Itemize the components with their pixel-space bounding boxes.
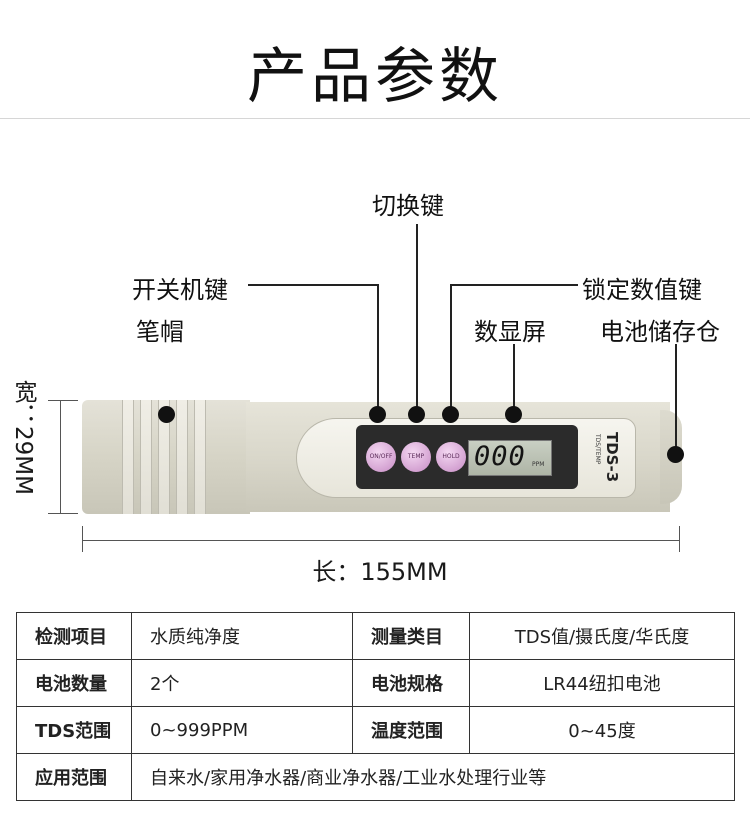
leader-display: [513, 344, 515, 414]
callout-lock-key: 锁定数值键: [582, 276, 702, 304]
spec-key: 电池规格: [352, 659, 470, 707]
callout-dot-cap: [158, 406, 175, 423]
lcd-reading: 000: [474, 441, 526, 472]
spec-key: 应用范围: [16, 753, 132, 801]
width-dimension-label: 宽：29MM: [10, 380, 36, 495]
spec-key: 检测项目: [16, 612, 132, 660]
length-dimension-tick-left: [82, 526, 83, 552]
callout-dot-lock: [442, 406, 459, 423]
lcd-screen: [468, 440, 552, 476]
hold-button[interactable]: HOLD: [436, 442, 466, 472]
cap-rib: [122, 400, 134, 514]
cap-rib: [176, 400, 188, 514]
length-dimension-line: [82, 540, 680, 541]
model-name: TDS-3: [603, 432, 621, 483]
callout-dot-switch: [408, 406, 425, 423]
leader-battery-bay: [675, 344, 677, 454]
page-title: 产品参数: [247, 42, 503, 112]
table-row: 检测项目 水质纯净度 测量类目 TDS值/摄氏度/华氏度: [16, 612, 735, 660]
cap-rib: [140, 400, 152, 514]
callout-dot-power: [369, 406, 386, 423]
spec-key: TDS范围: [16, 706, 132, 754]
callout-dot-display: [505, 406, 522, 423]
spec-value: 0~45度: [469, 706, 735, 754]
temp-button[interactable]: TEMP: [401, 442, 431, 472]
length-dimension-label: 长：155MM: [312, 558, 448, 586]
spec-table: 检测项目 水质纯净度 测量类目 TDS值/摄氏度/华氏度 电池数量 2个 电池规…: [16, 612, 735, 801]
table-row: TDS范围 0~999PPM 温度范围 0~45度: [16, 706, 735, 754]
lcd-unit: PPM: [532, 461, 545, 468]
callout-switch-key: 切换键: [372, 192, 444, 220]
callout-display: 数显屏: [474, 318, 546, 346]
callout-pen-cap: 笔帽: [136, 318, 184, 346]
spec-key: 测量类目: [352, 612, 470, 660]
leader-power-key-v: [377, 284, 379, 414]
spec-key: 温度范围: [352, 706, 470, 754]
power-button[interactable]: ON/OFF: [366, 442, 396, 472]
cap-rib: [158, 400, 170, 514]
title-divider: [0, 118, 750, 119]
spec-value: 0~999PPM: [131, 706, 353, 754]
table-row: 电池数量 2个 电池规格 LR44纽扣电池: [16, 659, 735, 707]
length-dimension-tick-right: [679, 526, 680, 552]
spec-value: 水质纯净度: [131, 612, 353, 660]
leader-power-key-h: [248, 284, 378, 286]
spec-key: 电池数量: [16, 659, 132, 707]
width-dimension-line: [60, 400, 61, 514]
leader-switch-key: [416, 224, 418, 414]
callout-power-key: 开关机键: [132, 276, 228, 304]
width-dimension-tick-top: [48, 400, 78, 401]
spec-value: 2个: [131, 659, 353, 707]
width-dimension-tick-bottom: [48, 513, 78, 514]
leader-lock-key-v: [450, 284, 452, 414]
spec-value: 自来水/家用净水器/商业净水器/工业水处理行业等: [131, 753, 735, 801]
callout-battery-bay: 电池储存仓: [600, 318, 720, 346]
callout-dot-battery: [667, 446, 684, 463]
cap-rib: [194, 400, 206, 514]
spec-value: LR44纽扣电池: [469, 659, 735, 707]
table-row: 应用范围 自来水/家用净水器/商业净水器/工业水处理行业等: [16, 753, 735, 801]
leader-lock-key-h: [450, 284, 578, 286]
model-subtitle: TDS/TEMP: [594, 434, 601, 465]
spec-value: TDS值/摄氏度/华氏度: [469, 612, 735, 660]
